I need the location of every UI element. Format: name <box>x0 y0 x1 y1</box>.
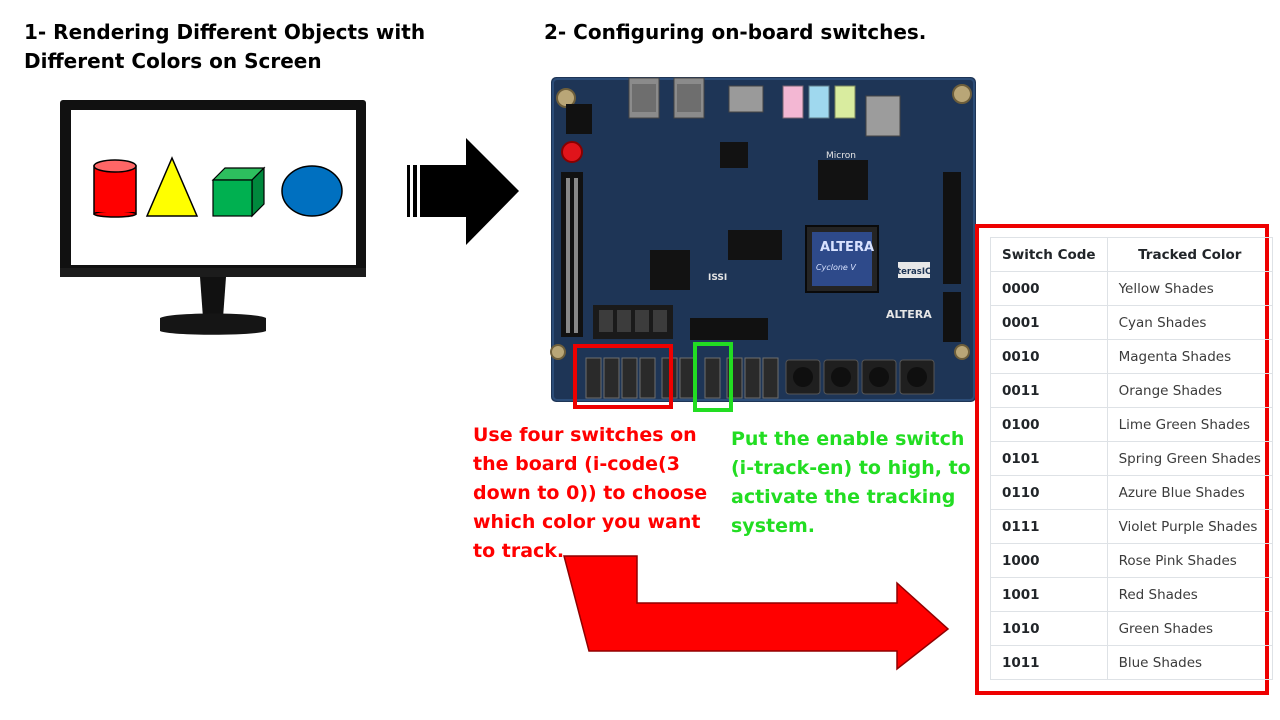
yellow-cone-shape <box>145 156 199 217</box>
blue-sphere-shape <box>281 165 343 217</box>
switch-code-cell: 0110 <box>990 475 1108 510</box>
slide-switches <box>585 357 779 399</box>
tracked-color-cell: Azure Blue Shades <box>1106 475 1273 510</box>
step2-heading: 2- Configuring on-board switches. <box>544 20 927 44</box>
monitor-neck <box>200 277 226 318</box>
memory-chip <box>818 160 868 200</box>
monitor-stand <box>160 313 266 335</box>
tracked-color-cell: Yellow Shades <box>1106 271 1273 306</box>
switch-code-cell: 1010 <box>990 611 1108 646</box>
board-brand-label: terasIC <box>897 267 931 277</box>
switch-code-cell: 0010 <box>990 339 1108 374</box>
switch-code-cell: 1000 <box>990 543 1108 578</box>
red-arrow-to-table <box>563 555 950 671</box>
switch-code-cell: 0111 <box>990 509 1108 544</box>
tracked-color-cell: Blue Shades <box>1106 645 1273 680</box>
tracked-color-cell: Orange Shades <box>1106 373 1273 408</box>
tracked-color-cell: Rose Pink Shades <box>1106 543 1273 578</box>
memory-brand-label: Micron <box>826 151 856 161</box>
tracked-color-cell: Magenta Shades <box>1106 339 1273 374</box>
fpga-board: ALTERA Cyclone V terasIC Micron ISSI ALT… <box>550 77 976 402</box>
green-cube-shape <box>211 166 266 218</box>
tracked-color-cell: Spring Green Shades <box>1106 441 1273 476</box>
tracked-color-cell: Green Shades <box>1106 611 1273 646</box>
tracked-color-cell: Red Shades <box>1106 577 1273 612</box>
red-cylinder-shape <box>93 159 137 218</box>
tracked-color-cell: Violet Purple Shades <box>1106 509 1273 544</box>
tracked-color-cell: Cyan Shades <box>1106 305 1273 340</box>
switch-code-cell: 0100 <box>990 407 1108 442</box>
code-switches-highlight <box>573 344 673 409</box>
step1-heading: 1- Rendering Different Objects with Diff… <box>24 20 426 73</box>
black-arrow <box>407 138 519 245</box>
switch-code-cell: 1001 <box>990 577 1108 612</box>
table-header-row: Switch Code Tracked Color <box>990 237 1273 272</box>
chip-brand-label: ALTERA <box>820 240 874 255</box>
enable-switch-note: Put the enable switch (i-track-en) to hi… <box>731 428 971 537</box>
switch-code-cell: 0001 <box>990 305 1108 340</box>
sram-label: ISSI <box>708 273 727 283</box>
header-tracked-color: Tracked Color <box>1106 237 1273 272</box>
board-brand-label-2: ALTERA <box>886 308 932 321</box>
code-switches-note: Use four switches on the board (i-code(3… <box>473 424 708 562</box>
chip-model-label: Cyclone V <box>816 263 856 272</box>
switch-code-cell: 0011 <box>990 373 1108 408</box>
header-switch-code: Switch Code <box>990 237 1108 272</box>
switch-code-cell: 0101 <box>990 441 1108 476</box>
monitor <box>60 100 366 335</box>
enable-switch-highlight <box>693 342 733 412</box>
tracked-color-cell: Lime Green Shades <box>1106 407 1273 442</box>
switch-code-cell: 1011 <box>990 645 1108 680</box>
monitor-chin <box>60 268 366 277</box>
switch-code-cell: 0000 <box>990 271 1108 306</box>
